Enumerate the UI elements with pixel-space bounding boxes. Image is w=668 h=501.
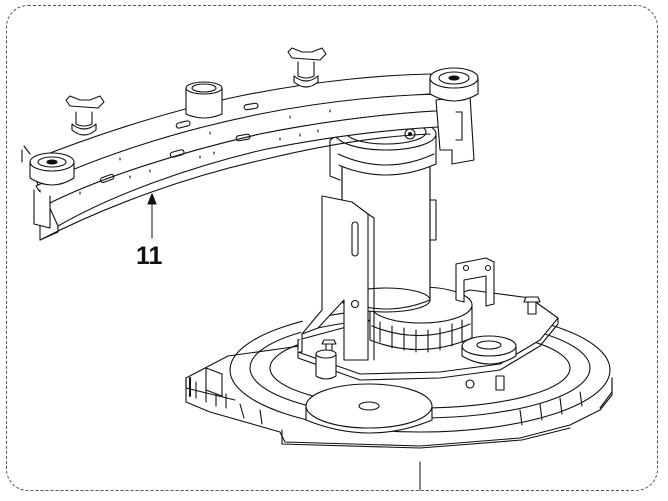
knob-right [288, 48, 326, 87]
callout-arrow [148, 194, 156, 238]
roller-wheel-right [430, 68, 478, 101]
roller-wheel-left [22, 146, 74, 185]
arm-collar [186, 82, 222, 118]
tension-wheel [462, 336, 516, 364]
pad-disk [306, 384, 432, 433]
upright-bracket [298, 196, 374, 360]
knob-left [66, 96, 104, 135]
callout-label-11: 11 [136, 242, 163, 270]
diagram-frame [6, 5, 658, 491]
squeegee-arm [32, 74, 474, 240]
plate-post [316, 350, 336, 379]
gearbox-housing [370, 287, 472, 352]
right-bracket [456, 258, 494, 306]
